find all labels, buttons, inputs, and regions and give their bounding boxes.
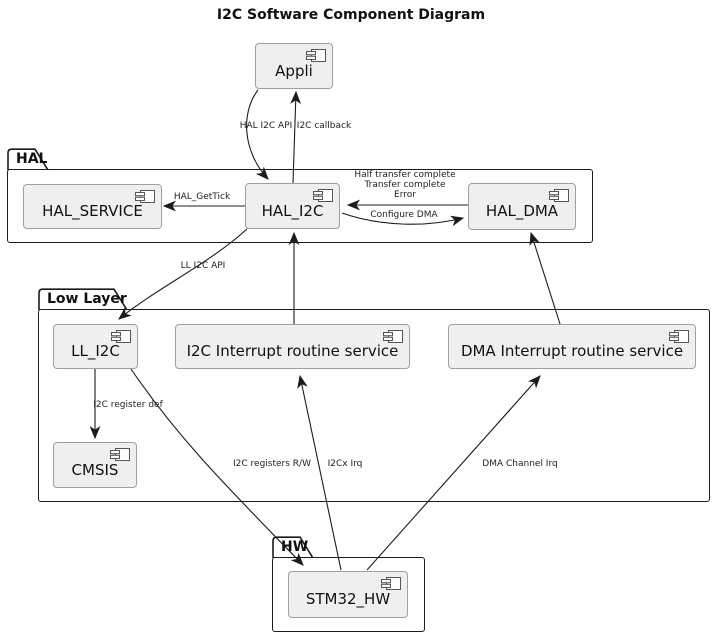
component-icon: [381, 577, 401, 590]
package-tab: [38, 288, 128, 310]
component-label: I2C Interrupt routine service: [186, 342, 399, 360]
component-icon: [135, 190, 155, 203]
package-tab: [7, 148, 49, 170]
edge-label-configure-dma: Configure DMA: [370, 210, 438, 220]
edge-label-hal-i2c-api: HAL I2C API: [239, 121, 293, 131]
package-low-layer: Low Layer: [38, 288, 710, 503]
component-icon: [669, 330, 689, 343]
component-icon: [383, 330, 403, 343]
edge-label-i2c-callback: I2C callback: [296, 121, 352, 131]
package-label-hal: HAL: [16, 151, 48, 167]
component-hal-i2c: HAL_I2C: [245, 183, 340, 229]
edge-label-i2c-registers-rw: I2C registers R/W: [233, 459, 311, 469]
component-icon: [111, 330, 131, 343]
edge-label-hal-gettick: HAL_GetTick: [173, 192, 231, 202]
edge-label-dma-events-line1: Half transfer complete: [354, 170, 456, 180]
component-icon: [313, 189, 333, 202]
package-label-hw: HW: [281, 539, 309, 555]
component-icon: [549, 189, 569, 202]
edge-label-i2c-register-def: I2C register def: [93, 400, 163, 410]
edge-label-dma-channel-irq: DMA Channel Irq: [482, 459, 558, 469]
component-icon: [110, 448, 130, 461]
component-icon: [306, 49, 326, 62]
component-label: Appli: [275, 61, 313, 80]
component-hal-dma: HAL_DMA: [468, 183, 576, 230]
component-label: HAL_SERVICE: [42, 202, 143, 220]
component-ll-i2c: LL_I2C: [53, 324, 138, 369]
edge-label-dma-events: Half transfer complete Transfer complete…: [354, 170, 455, 200]
component-appli: Appli: [255, 43, 333, 89]
edge-label-i2cx-irq: I2Cx Irq: [327, 459, 363, 469]
component-i2c-interrupt-routine-service: I2C Interrupt routine service: [175, 324, 410, 369]
component-label: DMA Interrupt routine service: [460, 342, 684, 360]
edge-label-dma-events-line3: Error: [394, 190, 416, 200]
component-label: HAL_I2C: [261, 201, 324, 220]
edge-label-ll-i2c-api: LL I2C API: [180, 261, 226, 271]
edge-label-dma-events-line2: Transfer complete: [364, 180, 446, 190]
component-hal-service: HAL_SERVICE: [23, 184, 162, 229]
component-stm32-hw: STM32_HW: [288, 571, 408, 618]
component-label: STM32_HW: [305, 590, 391, 608]
package-label-low-layer: Low Layer: [47, 291, 127, 307]
component-cmsis: CMSIS: [53, 442, 137, 488]
diagram-title: I2C Software Component Diagram: [216, 7, 486, 23]
component-label: HAL_DMA: [485, 202, 559, 220]
component-label: CMSIS: [71, 460, 119, 479]
component-label: LL_I2C: [71, 342, 120, 360]
component-dma-interrupt-routine-service: DMA Interrupt routine service: [448, 324, 696, 369]
